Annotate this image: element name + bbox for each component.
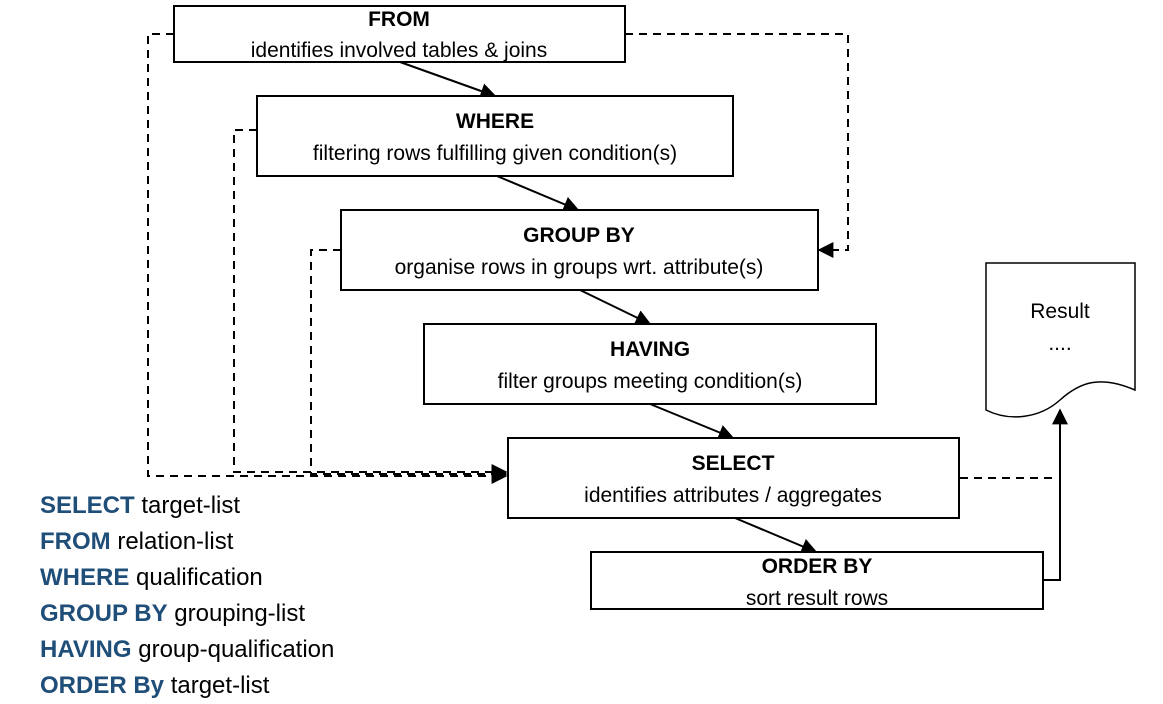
step-having-desc: filter groups meeting condition(s) xyxy=(498,370,803,393)
syntax-text: group-qualification xyxy=(138,636,335,663)
step-group-by-desc: organise rows in groups wrt. attribute(s… xyxy=(395,256,764,279)
syntax-keyword: GROUP BY xyxy=(40,600,168,627)
step-from-title: FROM xyxy=(368,8,430,31)
syntax-keyword: ORDER By xyxy=(40,672,165,699)
result-document: Result .... xyxy=(985,262,1136,418)
result-title: Result xyxy=(1030,300,1090,323)
step-having-title: HAVING xyxy=(610,338,690,361)
arrow-having-to-select xyxy=(649,403,735,440)
dashed-from-to-select xyxy=(147,33,508,484)
arrow-where-to-group-by xyxy=(496,175,580,212)
syntax-keyword: WHERE xyxy=(40,564,130,591)
arrow-group-by-to-having xyxy=(579,289,652,325)
result-content: .... xyxy=(1048,332,1071,355)
step-from-desc: identifies involved tables & joins xyxy=(251,39,548,62)
step-order-by-desc: sort result rows xyxy=(746,587,888,610)
arrow-select-to-order-by xyxy=(734,517,818,554)
step-select: SELECT identifies attributes / aggregate… xyxy=(507,437,960,519)
syntax-text: target-list xyxy=(141,492,241,519)
arrow-from-to-where xyxy=(399,61,497,99)
arrow-order-by-to-result xyxy=(1043,408,1068,581)
syntax-line-where: WHERE qualification xyxy=(40,560,334,596)
step-where-title: WHERE xyxy=(456,110,534,133)
step-from: FROM identifies involved tables & joins xyxy=(173,5,626,63)
syntax-line-select: SELECT target-list xyxy=(40,488,334,524)
step-order-by: ORDER BY sort result rows xyxy=(590,551,1044,610)
step-where-desc: filtering rows fulfilling given conditio… xyxy=(313,142,677,165)
step-group-by-title: GROUP BY xyxy=(523,224,635,247)
dashed-group-by-to-select xyxy=(310,249,508,482)
syntax-line-having: HAVING group-qualification xyxy=(40,632,334,668)
sql-syntax-block: SELECT target-list FROM relation-list WH… xyxy=(40,488,334,704)
syntax-keyword: SELECT xyxy=(40,492,135,519)
syntax-line-order-by: ORDER By target-list xyxy=(40,668,334,704)
step-order-by-title: ORDER BY xyxy=(762,555,873,578)
syntax-text: qualification xyxy=(136,564,263,591)
syntax-line-group-by: GROUP BY grouping-list xyxy=(40,596,334,632)
dashed-from-to-group-by xyxy=(625,33,849,258)
syntax-keyword: HAVING xyxy=(40,636,132,663)
syntax-text: grouping-list xyxy=(174,600,305,627)
dashed-where-to-select xyxy=(233,129,508,480)
step-group-by: GROUP BY organise rows in groups wrt. at… xyxy=(340,209,819,291)
step-where: WHERE filtering rows fulfilling given co… xyxy=(256,95,734,177)
syntax-line-from: FROM relation-list xyxy=(40,524,334,560)
step-select-desc: identifies attributes / aggregates xyxy=(584,484,882,507)
syntax-keyword: FROM xyxy=(40,528,111,555)
step-select-title: SELECT xyxy=(692,452,775,475)
step-having: HAVING filter groups meeting condition(s… xyxy=(423,323,877,405)
syntax-text: relation-list xyxy=(117,528,234,555)
syntax-text: target-list xyxy=(170,672,270,699)
